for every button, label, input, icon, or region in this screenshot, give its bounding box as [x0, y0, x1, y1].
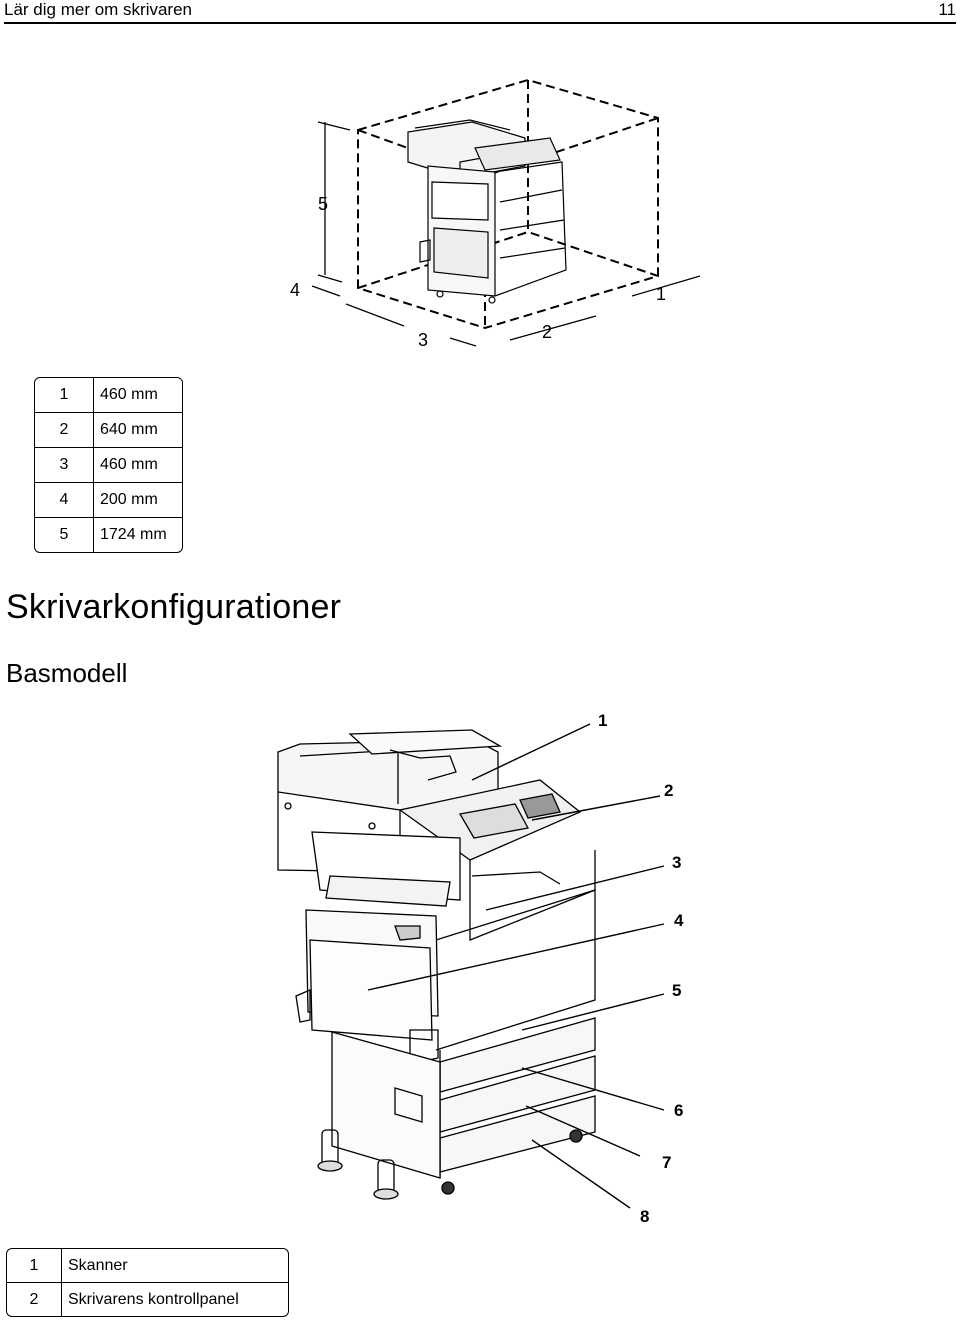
row-value: 460 mm	[94, 378, 182, 413]
printer-illustration	[277, 729, 596, 1200]
row-value: 1724 mm	[100, 526, 167, 543]
row-number: 4	[35, 483, 94, 518]
row-number: 5	[35, 518, 94, 552]
callout-3: 3	[672, 853, 681, 872]
callout-5: 5	[318, 194, 328, 214]
callout-4: 4	[674, 911, 684, 930]
row-number: 3	[35, 448, 94, 483]
header-title: Lär dig mer om skrivaren	[4, 0, 193, 19]
base-model-diagram: 1 2 3 4 5 6 7 8	[277, 711, 684, 1226]
printer-sketch	[407, 119, 567, 304]
row-number: 1	[7, 1249, 62, 1283]
row-number: 2	[7, 1283, 62, 1316]
callout-8: 8	[640, 1207, 649, 1226]
callout-3: 3	[418, 330, 428, 350]
callout-lines	[367, 723, 665, 1209]
table-row: 2 Skrivarens kontrollpanel	[7, 1283, 288, 1316]
section-title: Skrivarkonfigurationer	[6, 588, 342, 626]
page-header: Lär dig mer om skrivaren 11	[4, 0, 956, 24]
callout-1: 1	[598, 711, 607, 730]
page-number: 11	[938, 0, 956, 19]
row-value: 640 mm	[94, 413, 182, 448]
row-value: Skrivarens kontrollpanel	[68, 1290, 239, 1308]
subsection-title: Basmodell	[6, 658, 128, 688]
callout-1: 1	[656, 284, 666, 304]
callout-2: 2	[542, 322, 552, 342]
row-value: 200 mm	[94, 483, 182, 518]
row-value: 460 mm	[94, 448, 182, 483]
callout-2: 2	[664, 781, 673, 800]
callout-6: 6	[674, 1101, 683, 1120]
dimension-markers	[311, 121, 701, 347]
row-value: Skanner	[62, 1249, 288, 1283]
callout-7: 7	[662, 1153, 671, 1172]
row-number: 2	[35, 413, 94, 448]
row-number: 1	[35, 378, 94, 413]
table-row: 5 1724 mm	[35, 518, 182, 552]
callout-5: 5	[672, 981, 681, 1000]
clearance-diagram: 5 4 3 2 1	[290, 78, 701, 350]
callout-4: 4	[290, 280, 300, 300]
